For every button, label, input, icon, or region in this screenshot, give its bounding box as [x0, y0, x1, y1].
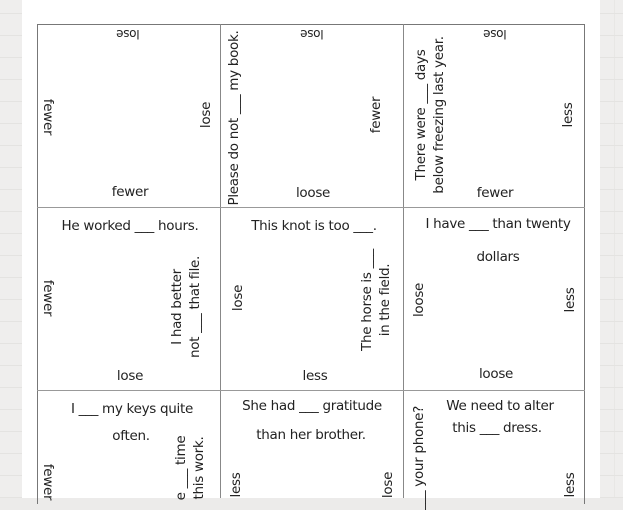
card-1-bottom-word: fewer	[111, 183, 149, 200]
card-3-bottom-word: fewer	[476, 184, 514, 201]
card-4-side-sentence: I had better not ___ that file.	[168, 256, 204, 358]
divider	[37, 207, 585, 208]
card-6-sentence-line-2: dollars	[476, 248, 520, 265]
card-3-sentence: There were ___ days below freezing last …	[412, 36, 448, 193]
card-8-sentence-line-2: than her brother.	[256, 426, 366, 443]
card-5-bottom-word: less	[302, 367, 328, 384]
card-7-side-sentence: e ___ time this work.	[172, 436, 208, 501]
card-9-sentence-line-2: this ___ dress.	[452, 419, 542, 436]
card-5-sentence: This knot is too ___.	[251, 217, 377, 234]
card-4-sentence: He worked ___ hours.	[61, 217, 199, 234]
card-1-top-word: lose	[116, 27, 140, 42]
card-5-side-sentence: The horse is ___ in the field.	[358, 249, 394, 351]
card-2-top-word: lose	[300, 27, 324, 42]
card-2-right-word: fewer	[367, 96, 384, 134]
card-2-sentence: Please do not ___ my book.	[225, 30, 242, 206]
card-5-left-word: lose	[229, 284, 246, 312]
divider	[220, 24, 221, 498]
card-9-right-word: less	[561, 472, 578, 498]
card-2-bottom-word: loose	[295, 184, 331, 201]
card-7-left-word: fewer	[40, 463, 57, 501]
card-1-left-word: fewer	[40, 98, 57, 136]
sentence-line: this work.	[191, 436, 207, 500]
card-3-right-word: less	[559, 102, 576, 128]
card-8-right-word: lose	[379, 471, 396, 499]
worksheet-page	[22, 0, 600, 498]
sentence-line: below freezing last year.	[431, 36, 447, 194]
sentence-line: in the field.	[377, 263, 393, 337]
card-6-bottom-word: loose	[478, 365, 514, 382]
sentence-line: not ___ that file.	[187, 255, 203, 359]
card-3-top-word: lose	[483, 27, 507, 42]
card-7-sentence-line-2: often.	[112, 427, 150, 444]
card-8-left-word: less	[227, 472, 244, 498]
divider	[37, 390, 585, 391]
card-6-left-word: loose	[410, 282, 427, 318]
sentence-line: e ___ time	[172, 435, 189, 501]
card-8-sentence-line-1: She had ___ gratitude	[242, 397, 382, 414]
card-4-left-word: fewer	[40, 279, 57, 317]
divider	[403, 24, 404, 498]
card-6-sentence-line-1: I have ___ than twenty	[425, 215, 571, 232]
card-6-right-word: less	[561, 287, 578, 313]
sentence-line: There were ___ days	[412, 49, 429, 181]
puzzle-grid	[37, 24, 585, 504]
card-1-right-word: lose	[197, 101, 214, 129]
sentence-line: I had better	[168, 269, 185, 345]
card-4-bottom-word: lose	[116, 367, 144, 384]
card-7-sentence-line-1: I ___ my keys quite	[71, 400, 193, 417]
card-9-left-sentence: ___ your phone?	[410, 405, 427, 510]
sentence-line: The horse is ___	[358, 249, 375, 351]
card-9-sentence-line-1: We need to alter	[446, 397, 554, 414]
